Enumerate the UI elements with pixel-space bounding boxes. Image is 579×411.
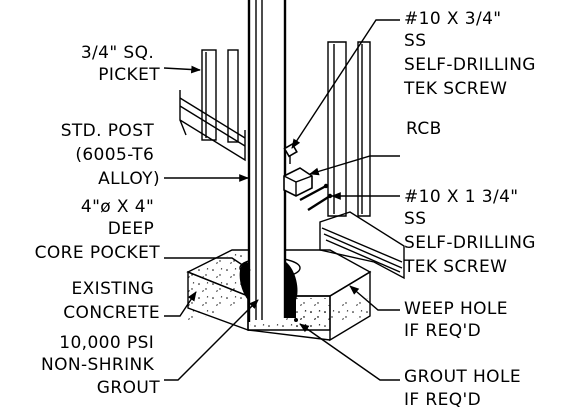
leader-lines	[163, 19, 400, 381]
left-picket-panel	[179, 49, 246, 162]
label-screw-top: #10 X 3/4" SS SELF-DRILLING TEK SCREW	[403, 9, 542, 99]
label-screw-mid: #10 X 1 3/4" SS SELF-DRILLING TEK SCREW	[403, 187, 542, 277]
label-core-pocket: 4"ø X 4" DEEP CORE POCKET	[35, 197, 161, 263]
label-rcb: RCB	[406, 119, 442, 139]
rcb-bracket	[283, 142, 313, 197]
long-screws	[299, 183, 333, 212]
label-existing-concrete: EXISTING CONCRETE	[63, 279, 160, 323]
label-grout-hole: GROUT HOLE IF REQ'D	[404, 367, 527, 410]
right-picket-panel	[319, 41, 405, 280]
standard-post	[247, 0, 287, 322]
label-picket: 3/4" SQ. PICKET	[81, 43, 160, 85]
label-grout: 10,000 PSI NON-SHRINK GROUT	[41, 333, 160, 398]
weep-grout-holes	[287, 311, 298, 322]
label-post: STD. POST (6005-T6 ALLOY)	[61, 121, 160, 189]
label-weep-hole: WEEP HOLE IF REQ'D	[404, 299, 514, 341]
